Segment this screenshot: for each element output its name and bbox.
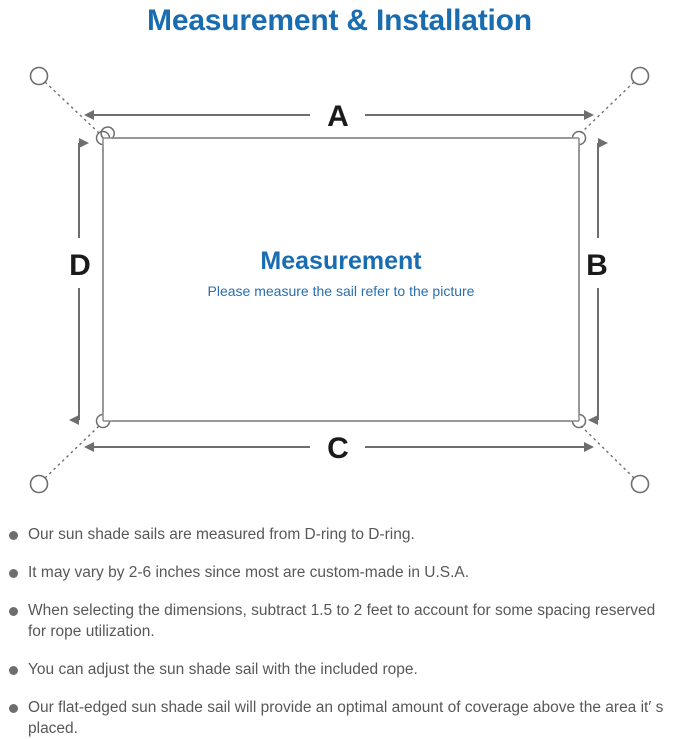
rope-line-top-right (580, 81, 635, 134)
bullet-icon (9, 531, 18, 540)
sail-rectangle (102, 137, 580, 422)
anchor-top-left-icon (29, 66, 49, 86)
sail-center-subtitle: Please measure the sail refer to the pic… (208, 283, 475, 299)
list-item-text: You can adjust the sun shade sail with t… (28, 661, 418, 678)
rope-line-bottom-right (580, 425, 635, 479)
anchor-top-right-icon (630, 66, 650, 86)
bullet-icon (9, 666, 18, 675)
dimension-label-a: A (327, 100, 349, 133)
sail-center-title: Measurement (260, 247, 422, 275)
sail-edges-redraw (102, 137, 580, 422)
sail-measurement-svg: A B C D Measurement Please measure the s… (29, 66, 650, 494)
bullet-icon (9, 607, 18, 616)
list-item-text: Our sun shade sails are measured from D-… (28, 526, 415, 543)
dimension-label-d: D (69, 249, 91, 282)
anchor-rings (29, 66, 650, 494)
anchor-bottom-left-icon (29, 474, 49, 494)
list-item: You can adjust the sun shade sail with t… (0, 659, 679, 680)
list-item-text: It may vary by 2-6 inches since most are… (28, 564, 470, 581)
dimension-label-b: B (586, 249, 608, 282)
list-item: It may vary by 2-6 inches since most are… (0, 562, 679, 583)
d-ring-masks (103, 138, 579, 421)
bullet-icon (9, 569, 18, 578)
notes-list: Our sun shade sails are measured from D-… (0, 524, 679, 739)
rope-line-bottom-left (44, 425, 100, 479)
anchor-bottom-right-icon (630, 474, 650, 494)
list-item: Our flat-edged sun shade sail will provi… (0, 697, 679, 739)
page-title: Measurement & Installation (147, 4, 532, 37)
dimension-label-c: C (327, 432, 349, 465)
list-item: Our sun shade sails are measured from D-… (0, 524, 679, 545)
bullet-icon (9, 704, 18, 713)
list-item-text: Our flat-edged sun shade sail will provi… (28, 699, 664, 737)
list-item: When selecting the dimensions, subtract … (0, 600, 679, 642)
rope-line-top-left (44, 81, 100, 134)
list-item-text: When selecting the dimensions, subtract … (28, 602, 656, 640)
rope-lines (44, 81, 635, 479)
diagram-container: A B C D Measurement Please measure the s… (0, 48, 679, 518)
